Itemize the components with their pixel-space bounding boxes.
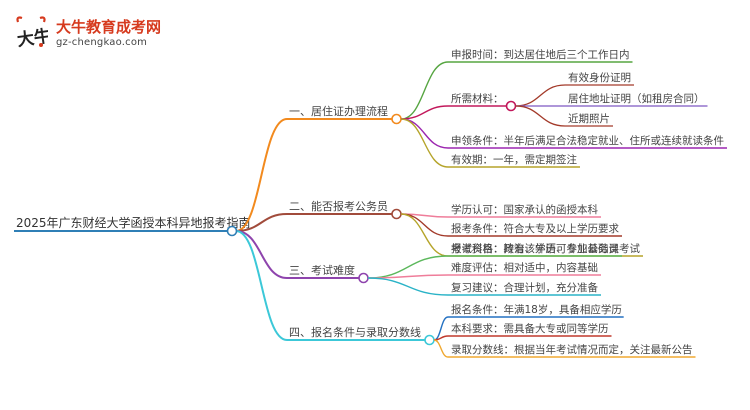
leaf-label: 报考资格：持有该学历可参加公务员考试	[451, 242, 640, 255]
sub-leaf-connector	[515, 84, 566, 107]
branch-connector	[235, 230, 288, 279]
leaf-label: 本科要求：需具备大专或同等学历	[451, 322, 609, 335]
leaf-label: 录取分数线：根据当年考试情况而定，关注最新公告	[451, 343, 693, 356]
leaf-connector	[367, 277, 449, 296]
branch-node	[358, 272, 369, 284]
svg-text:大牛: 大牛	[16, 25, 48, 51]
leaf-connector	[367, 274, 449, 279]
leaf-node	[505, 100, 517, 112]
leaf-connector	[433, 339, 449, 358]
sub-leaf-label: 居住地址证明（如租房合同）	[568, 92, 705, 105]
bull-logo-icon: 大牛	[16, 16, 48, 51]
branch-connector	[235, 213, 288, 232]
sub-leaf-label: 有效身份证明	[568, 71, 631, 84]
branch-label: 一、居住证办理流程	[289, 104, 388, 118]
leaf-label: 申领条件：半年后满足合法稳定就业、住所或连续就读条件	[451, 134, 724, 147]
sub-leaf-label: 近期照片	[568, 112, 610, 125]
branch-connector	[235, 118, 288, 232]
leaf-label: 申报时间：到达居住地后三个工作日内	[451, 48, 630, 61]
branch-node	[391, 208, 402, 220]
branch-connector	[235, 230, 288, 341]
branch-label: 二、能否报考公务员	[289, 199, 388, 213]
leaf-connector	[400, 118, 449, 168]
logo-url: gz-chengkao.com	[56, 37, 148, 48]
leaf-label: 学历认可：国家承认的函授本科	[451, 203, 598, 216]
sub-leaf-connector	[515, 105, 566, 127]
leaf-label: 所需材料：	[451, 92, 504, 105]
site-logo[interactable]: 大牛 大牛教育成考网 gz-chengkao.com	[14, 14, 194, 54]
leaf-label: 难度评估：相对适中，内容基础	[451, 261, 598, 274]
leaf-label: 有效期：一年，需定期签注	[451, 153, 577, 166]
leaf-connector	[400, 105, 449, 120]
leaf-label: 复习建议：合理计划，充分准备	[451, 281, 598, 294]
branch-node	[424, 334, 435, 346]
branch-node	[391, 113, 402, 125]
branch-label: 四、报名条件与录取分数线	[289, 325, 421, 339]
leaf-connector	[400, 61, 449, 120]
leaf-label: 报名条件：年满18岁，具备相应学历	[451, 303, 622, 316]
leaf-label: 考试科目：政治、外语、专业基础课	[451, 242, 619, 255]
leaf-label: 报考条件：符合大专及以上学历要求	[451, 222, 619, 235]
logo-title: 大牛教育成考网	[56, 18, 162, 36]
branch-label: 三、考试难度	[289, 263, 355, 277]
leaf-connector	[400, 213, 449, 257]
root-label: 2025年广东财经大学函授本科异地报考指南	[16, 215, 251, 230]
root-node	[226, 225, 238, 237]
